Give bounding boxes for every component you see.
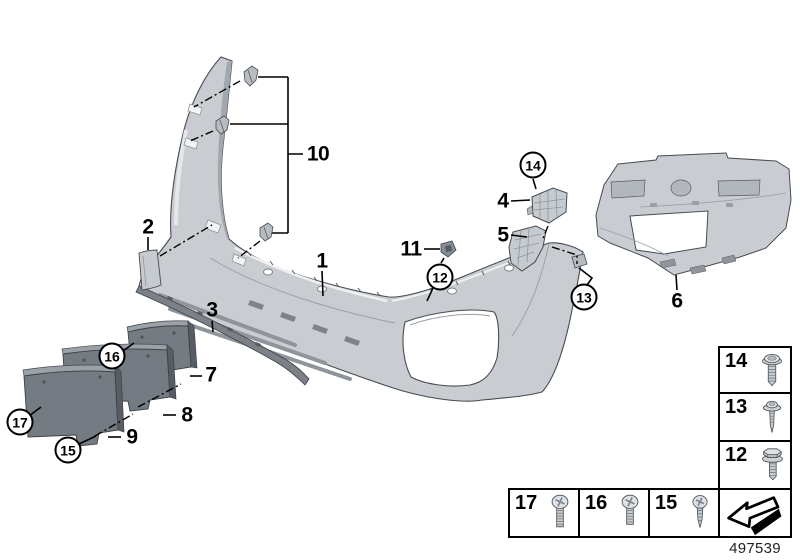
fastener-cell-16: 16 [578, 488, 650, 538]
callout-4: 4 [497, 189, 509, 213]
callout-10: 10 [306, 142, 330, 166]
callout-15-circled: 15 [54, 436, 82, 464]
hex-flange-bolt-icon [757, 444, 787, 487]
direction-arrow-cell [718, 488, 792, 538]
flange-head-screw-icon [757, 350, 787, 393]
callout-14-circled: 14 [519, 151, 547, 179]
callout-13-circled: 13 [570, 283, 598, 311]
callout-5: 5 [497, 223, 509, 247]
part-9-plate-base [22, 364, 125, 447]
part-10-mounting-clips [215, 65, 274, 242]
callout-17-circled: 17 [6, 408, 34, 436]
callout-3: 3 [206, 298, 218, 322]
leader-lines [28, 76, 678, 445]
tapping-screw-washer-icon [757, 396, 787, 439]
part-11-clip [440, 240, 457, 258]
phillips-machine-screw-long-icon [545, 492, 575, 535]
fastener-number-17: 17 [515, 492, 538, 514]
callout-8: 8 [181, 403, 193, 427]
part-6-bumper-carrier [595, 152, 792, 276]
fastener-cell-12: 12 [718, 440, 792, 490]
callout-2: 2 [142, 215, 154, 239]
callout-7: 7 [205, 363, 217, 387]
diagram-number: 497539 [729, 540, 781, 557]
fastener-cell-14: 14 [718, 346, 792, 394]
part-4-side-bracket [526, 187, 568, 224]
callout-12-circled: 12 [426, 263, 454, 291]
callout-16-circled: 16 [98, 342, 126, 370]
callout-11: 11 [400, 237, 422, 261]
part-1-bumper-trim-panel [138, 56, 584, 402]
part-13-clip [571, 253, 588, 269]
fastener-number-13: 13 [725, 396, 748, 418]
part-2-tow-eye-cover [138, 249, 162, 291]
part-5-side-bracket [508, 225, 547, 272]
fastener-number-16: 16 [585, 492, 608, 514]
phillips-tapping-screw-icon [685, 492, 715, 535]
direction-arrow-icon [724, 490, 786, 536]
phillips-machine-screw-icon [615, 492, 645, 535]
fastener-number-14: 14 [725, 350, 748, 372]
part-3-lower-trim-strip [135, 285, 310, 386]
fastener-cell-13: 13 [718, 392, 792, 442]
fastener-number-12: 12 [725, 444, 748, 466]
fastener-cell-15: 15 [648, 488, 720, 538]
callout-6: 6 [671, 289, 683, 313]
callout-9: 9 [126, 425, 138, 449]
fastener-number-15: 15 [655, 492, 678, 514]
assembly-axis-lines [94, 80, 578, 437]
fastener-cell-17: 17 [508, 488, 580, 538]
callout-1: 1 [316, 249, 328, 273]
